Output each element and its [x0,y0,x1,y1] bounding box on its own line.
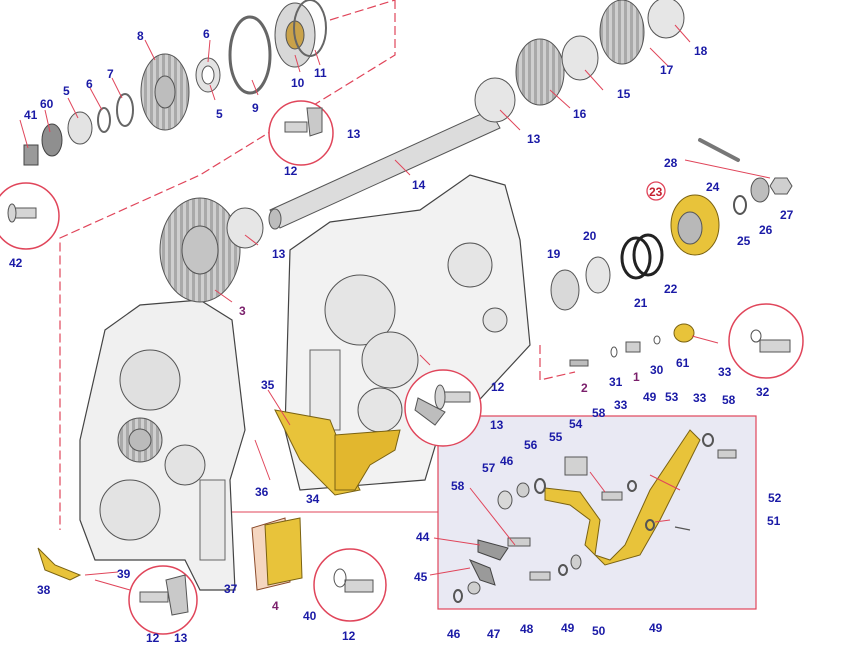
callout-34: 34 [306,492,320,506]
callout-28: 28 [664,156,678,170]
main-shaft [268,0,685,230]
callout-46a: 46 [500,454,514,468]
output-flange-assembly [550,138,793,311]
callout-51: 51 [767,514,781,528]
callout-6b: 6 [203,27,210,41]
callout-57: 57 [482,461,496,475]
callout-5a: 5 [63,84,70,98]
callout-13c: 13 [272,247,286,261]
zoom-circle-bolts [7,107,791,616]
callout-15: 15 [617,87,631,101]
callout-13b: 13 [527,132,541,146]
callout-12d: 12 [342,629,356,643]
callout-52: 52 [768,491,782,505]
callout-56: 56 [524,438,538,452]
callout-16: 16 [573,107,587,121]
callout-2: 2 [581,381,588,395]
shift-linkage-parts [453,429,737,603]
callout-3: 3 [239,304,246,318]
leader-lines [19,24,771,591]
assembly-guide-lines [59,0,576,530]
callout-11: 11 [314,66,327,80]
callout-44: 44 [416,530,430,544]
callout-54: 54 [569,417,583,431]
callout-47: 47 [487,627,501,641]
callout-40: 40 [303,609,317,623]
callout-12b: 12 [491,380,505,394]
callout-49b: 49 [561,621,575,635]
callout-10: 10 [291,76,305,90]
callout-35: 35 [261,378,275,392]
callout-4: 4 [272,599,279,613]
callout-33c: 33 [693,391,707,405]
callout-18: 18 [694,44,708,58]
callout-30: 30 [650,363,664,377]
callout-39: 39 [117,567,131,581]
callout-23: 23 [649,185,663,199]
callout-41: 41 [24,108,38,122]
callout-9: 9 [252,101,259,115]
callout-labels: 1 2 3 4 5 5 6 6 7 8 9 10 11 12 12 12 12 … [9,27,794,645]
callout-33a: 33 [718,365,732,379]
rear-housing [284,174,531,491]
callout-58a: 58 [451,479,465,493]
callout-53: 53 [665,390,679,404]
callout-25: 25 [737,234,751,248]
front-housing [79,299,246,591]
callout-60: 60 [40,97,54,111]
callout-13a: 13 [347,127,361,141]
callout-50: 50 [592,624,606,638]
upper-gear-train [23,0,327,166]
callout-6a: 6 [86,77,93,91]
callout-45: 45 [414,570,428,584]
callout-26: 26 [759,223,773,237]
callout-14: 14 [412,178,426,192]
callout-21: 21 [634,296,648,310]
callout-13d: 13 [490,418,504,432]
callout-23-ring [646,181,666,201]
callout-32: 32 [756,385,770,399]
callout-19: 19 [547,247,561,261]
callout-58b: 58 [592,406,606,420]
callout-13e: 13 [174,631,188,645]
callout-42: 42 [9,256,23,270]
callout-5b: 5 [216,107,223,121]
callout-61: 61 [676,356,690,370]
callout-46b: 46 [447,627,461,641]
callout-24: 24 [706,180,720,194]
callout-17: 17 [660,63,674,77]
callout-58c: 58 [722,393,736,407]
filler-plug-parts [569,323,695,367]
callout-20: 20 [583,229,597,243]
callout-38: 38 [37,583,51,597]
callout-48: 48 [520,622,534,636]
callout-55: 55 [549,430,563,444]
callout-27: 27 [780,208,794,222]
callout-12c: 12 [146,631,160,645]
lower-gear-assembly [159,197,264,303]
callout-31: 31 [609,375,623,389]
callout-49a: 49 [643,390,657,404]
callout-1: 1 [633,370,640,384]
callout-33b: 33 [614,398,628,412]
callout-36: 36 [255,485,269,499]
callout-12a: 12 [284,164,298,178]
callout-8: 8 [137,29,144,43]
callout-22: 22 [664,282,678,296]
callout-37: 37 [224,582,238,596]
oil-guide-plates [37,409,401,581]
cover-plates [251,517,303,591]
callout-7: 7 [107,67,114,81]
callout-49c: 49 [649,621,663,635]
